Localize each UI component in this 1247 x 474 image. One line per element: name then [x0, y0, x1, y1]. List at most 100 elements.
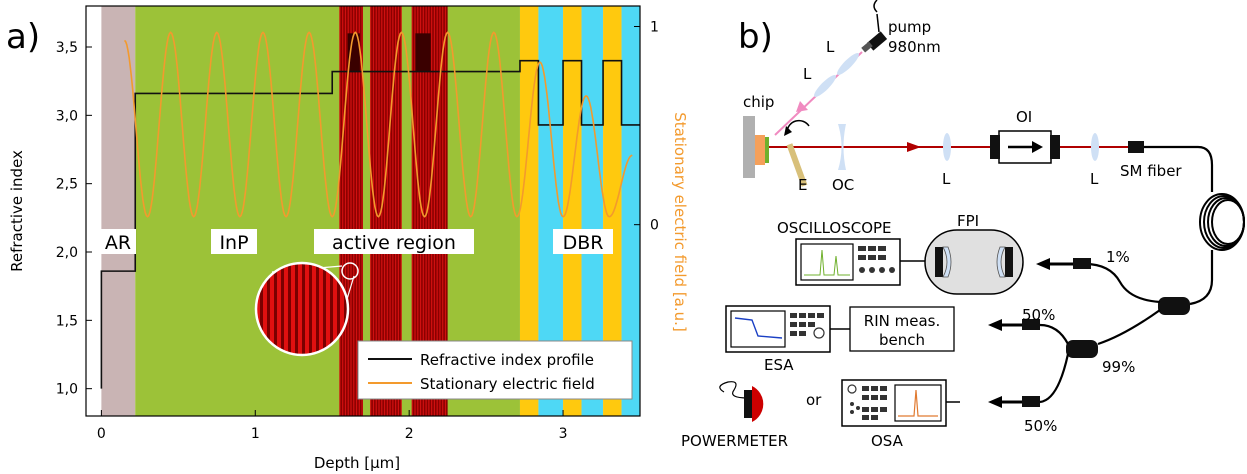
output-coupler-label: OC	[832, 176, 854, 194]
magnifier-stripe	[340, 263, 344, 355]
chip-mount	[743, 116, 755, 178]
osa-label: OSA	[871, 432, 904, 450]
refractive-index-line	[100, 59, 640, 389]
pump-lens-1-label: L	[826, 38, 835, 56]
region-label-inp: InP	[219, 232, 248, 254]
y2-axis-label: Stationary electric field [a.u.]	[671, 112, 689, 332]
output-coupler	[838, 124, 846, 170]
fiber-coil	[1199, 193, 1245, 251]
magnifier-stripe	[305, 263, 309, 355]
y-tick-label: 1,5	[56, 313, 78, 329]
rin-bench: RIN meas. bench	[849, 306, 955, 352]
fpi: FPI	[924, 212, 1024, 295]
legend: Refractive index profile Stationary elec…	[357, 340, 633, 400]
pump-wavelength: 980nm	[888, 38, 941, 56]
magnifier-inset	[254, 261, 359, 357]
lens-1-label: L	[942, 170, 951, 188]
y2-tick-label: 1	[650, 20, 659, 36]
magnifier-stripe	[284, 263, 288, 355]
pump-lens-2-label: L	[803, 65, 812, 83]
or-label: or	[806, 391, 822, 409]
chip	[755, 135, 765, 165]
dbr-layer	[519, 6, 539, 416]
rin-label-line1: RIN meas.	[864, 312, 940, 330]
active-barrier	[347, 33, 360, 72]
index-line-path	[100, 59, 640, 389]
dbr-layer	[581, 6, 604, 416]
legend-label-index: Refractive index profile	[420, 351, 594, 369]
lens-1	[943, 133, 951, 161]
coupler-1	[1158, 297, 1190, 315]
panel-b-label: b)	[738, 17, 773, 57]
magnifier-stripe	[333, 263, 337, 355]
field-line-path	[123, 31, 633, 218]
magnifier-stripe	[263, 263, 267, 355]
dbr-layer	[640, 6, 658, 416]
magnifier-stripe	[270, 263, 274, 355]
region-label-dbr: DBR	[563, 232, 604, 254]
pump-source: pump 980nm	[861, 0, 941, 56]
dbr-layer	[621, 6, 640, 416]
region-label-active: active region	[332, 232, 456, 254]
magnifier-stripe	[312, 263, 316, 355]
dbr-layer	[563, 6, 582, 416]
y-axis-label: Refractive index	[8, 150, 26, 272]
esa-label: ESA	[764, 356, 794, 374]
oscilloscope-label: OSCILLOSCOPE	[777, 219, 892, 237]
magnifier-stripe	[298, 263, 302, 355]
legend-label-field: Stationary electric field	[420, 375, 595, 393]
pump-lens-2	[814, 75, 836, 97]
sm-fiber-label: SM fiber	[1120, 162, 1182, 180]
electric-field-line	[123, 31, 633, 218]
split-1-percent: 1%	[1106, 248, 1130, 266]
osa: OSA	[841, 379, 947, 450]
optical-isolator: OI	[990, 108, 1060, 164]
region-ar	[101, 6, 136, 416]
x-tick-label: 0	[97, 426, 106, 442]
etalon	[786, 143, 808, 187]
x-axis-label: Depth [µm]	[314, 454, 400, 472]
powermeter: POWERMETER	[681, 381, 788, 450]
rotation-arrow	[786, 119, 810, 133]
esa: ESA	[725, 305, 831, 374]
active-barrier	[415, 33, 431, 72]
chip-label: chip	[743, 93, 774, 111]
panel-b: b) pump 980nm L L chip E OC L	[681, 0, 1245, 450]
chip-surface	[765, 137, 769, 163]
split-50b-percent: 50%	[1024, 417, 1057, 435]
magnifier-stripe	[319, 263, 323, 355]
region-label-ar: AR	[105, 232, 131, 254]
y-tick-label: 2,5	[56, 177, 78, 193]
y-tick-label: 2,0	[56, 245, 78, 261]
magnifier-stripe	[291, 263, 295, 355]
optical-isolator-label: OI	[1016, 108, 1032, 126]
y-tick-label: 1,0	[56, 382, 78, 398]
laser-beam-arrow	[907, 142, 921, 152]
y2-axis-ticks: 01	[634, 20, 659, 234]
pump-label: pump	[888, 18, 931, 36]
etalon-label: E	[798, 176, 807, 194]
y-tick-label: 3,5	[56, 40, 78, 56]
split-99-percent: 99%	[1102, 358, 1135, 376]
coupler-2	[1066, 340, 1098, 358]
split-50a-percent: 50%	[1022, 306, 1055, 324]
fiber-connector	[1128, 141, 1144, 153]
lens-2	[1091, 133, 1099, 161]
lens-2-label: L	[1090, 170, 1099, 188]
powermeter-label: POWERMETER	[681, 432, 788, 450]
x-tick-label: 1	[251, 426, 260, 442]
magnifier-stripe	[256, 263, 260, 355]
y-axis-ticks: 1,01,52,02,53,03,5	[56, 40, 92, 398]
plot-frame	[85, 5, 641, 417]
magnifier-stripe	[326, 263, 330, 355]
fiber-line	[1144, 145, 1214, 192]
plot-area	[86, 6, 658, 416]
pump-beam-arrow	[796, 101, 808, 112]
dbr-layer	[603, 6, 622, 416]
panel-a-label: a)	[6, 17, 40, 57]
rin-label-line2: bench	[879, 331, 925, 349]
x-tick-label: 3	[559, 426, 568, 442]
